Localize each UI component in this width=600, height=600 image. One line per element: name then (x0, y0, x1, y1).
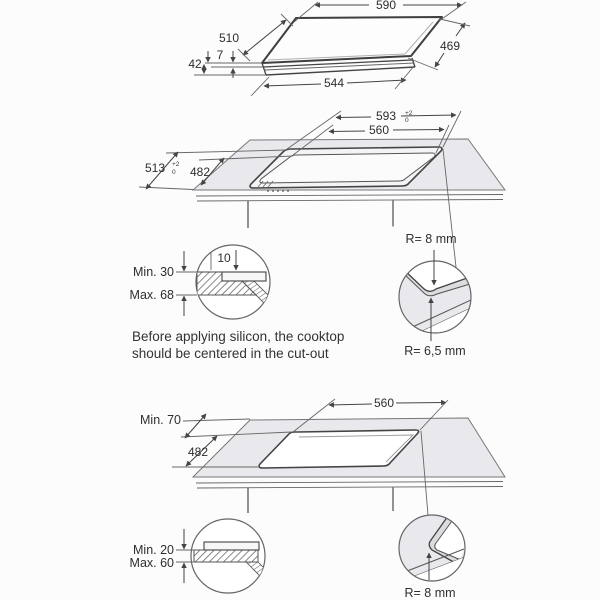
leader-to-radius-detail (420, 430, 429, 516)
worktop-front-edge-line (195, 194, 504, 197)
dim-recess-depth-tol-minus: 0 (172, 169, 176, 176)
leader-to-radius-detail (442, 148, 457, 268)
label-min-thickness-flush: Min. 30 (133, 265, 174, 279)
dim-cutout-depth: 482 (190, 165, 210, 179)
worktop-cutout (258, 429, 420, 469)
dim-back-clearance: Min. 70 (140, 413, 181, 427)
dim-cutout-width: 560 (369, 123, 389, 137)
detail-circle-flush-radius (398, 260, 472, 334)
dim-recess-depth-tol-plus: +2 (172, 161, 180, 168)
dim-recess-width-tol-plus: +2 (405, 110, 413, 117)
dim-cutout-depth-overmount: 482 (188, 445, 208, 459)
control-zone-hatch (257, 180, 274, 188)
dim-recess-depth: 513 (145, 161, 165, 175)
detail-circle-overmount-radius (398, 514, 466, 582)
worktop-section (193, 549, 259, 563)
label-radius-overmount: R= 8 mm (404, 586, 455, 600)
cooktop-edge-section (221, 271, 267, 282)
worktop-bottom-edge-line (196, 199, 504, 202)
cooktop-glass-bottom-edge (262, 59, 413, 68)
overmount-view: 560 Min. 70 482 (140, 396, 506, 516)
dim-cutout-width-overmount: 560 (374, 396, 394, 410)
flush-section-detail: 10 Min. 30 Max. 68 R= 8 mm R= 6,5 mm (130, 232, 472, 358)
label-max-thickness-flush: Max. 68 (130, 288, 175, 302)
label-radius-bottom-flush: R= 6,5 mm (404, 344, 465, 358)
dim-recess-width: 593 (376, 109, 396, 123)
silicone-note-line2: should be centered in the cut-out (132, 346, 329, 361)
cooktop-edge-section (203, 541, 260, 551)
flush-mount-view: 593 +2 0 560 513 +2 0 482 (138, 109, 506, 268)
overmount-section-detail: Min. 20 Max. 60 R= 8 mm (130, 514, 466, 600)
cooktop-left-end (261, 62, 267, 76)
cutout-inner-edge (298, 434, 415, 463)
dim-depth-right: 469 (440, 39, 460, 53)
cooktop-base-bottom-edge (265, 66, 416, 76)
control-dots (267, 190, 289, 192)
cooktop-base-top-edge (264, 62, 415, 71)
dim-glass-thickness: 7 (217, 48, 224, 62)
cooktop-product-view: 590 510 469 544 7 42 (188, 0, 471, 97)
label-radius-top-flush: R= 8 mm (405, 232, 456, 246)
dim-total-height: 42 (188, 57, 202, 71)
cooktop-glass-inner-line (267, 21, 434, 61)
dim-depth-left: 510 (219, 31, 239, 45)
dim-width-top: 590 (376, 0, 396, 12)
label-max-thickness-overmount: Max. 60 (130, 556, 175, 570)
dim-recess-width-tol-minus: 0 (405, 117, 409, 124)
dim-ledge-width: 10 (217, 251, 231, 265)
label-min-thickness-overmount: Min. 20 (133, 543, 174, 557)
dim-width-base: 544 (324, 76, 344, 90)
silicone-note-line1: Before applying silicon, the cooktop (132, 329, 344, 344)
